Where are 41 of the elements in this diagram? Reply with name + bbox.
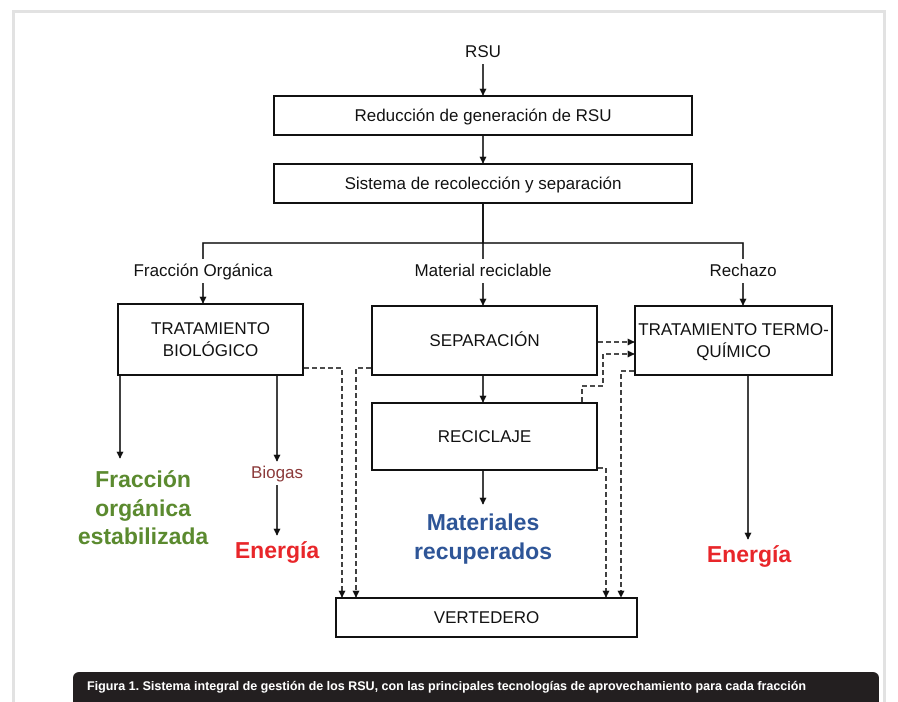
figure-caption: Figura 1. Sistema integral de gestión de los RSU, con las principales tecnologías de aprovechamiento para cada fracción [73,672,879,702]
arrow [744,376,752,540]
process-box [335,597,638,638]
arrow [274,485,280,536]
process-box [273,95,693,136]
dashed-arrow [618,370,634,598]
node-text: RECICLAJE [438,426,532,448]
arrow [480,376,486,403]
node-text: TRATAMIENTO BIOLÓGICO [150,318,271,361]
process-box [371,305,598,376]
dashed-arrow [598,338,635,346]
node-text: RSU [465,41,501,63]
node-text: Fracción orgánica estabilizada [78,464,208,552]
dashed-arrow [581,350,635,402]
arrow [200,283,206,304]
arrow [480,283,486,306]
node-text: VERTEDERO [434,606,540,628]
arrow [480,136,486,164]
arrow [480,471,486,505]
node-text: Reducción de generación de RSU [354,104,612,126]
node-text: Energía [706,540,792,568]
node-text: Sistema de recolección y separación [344,172,622,194]
node-text: Biogas [251,462,303,484]
process-box [117,303,304,376]
node-text: TRATAMIENTO TERMO-QUÍMICO [637,319,830,362]
dashed-arrow [352,367,371,598]
process-box [273,163,693,204]
process-box [634,305,833,376]
arrow [480,64,486,96]
arrow [274,376,280,462]
node-text: Energía [234,536,320,564]
arrow [116,376,124,459]
dashed-arrow [304,367,346,598]
node-text: Fracción Orgánica [134,260,272,282]
node-text: Rechazo [709,260,777,282]
process-box [371,402,598,471]
node-text: SEPARACIÓN [429,330,540,352]
node-text: Material reciclable [414,260,552,282]
node-text: Materiales recuperados [412,508,554,566]
arrow [740,283,746,306]
dashed-arrow [598,467,610,598]
